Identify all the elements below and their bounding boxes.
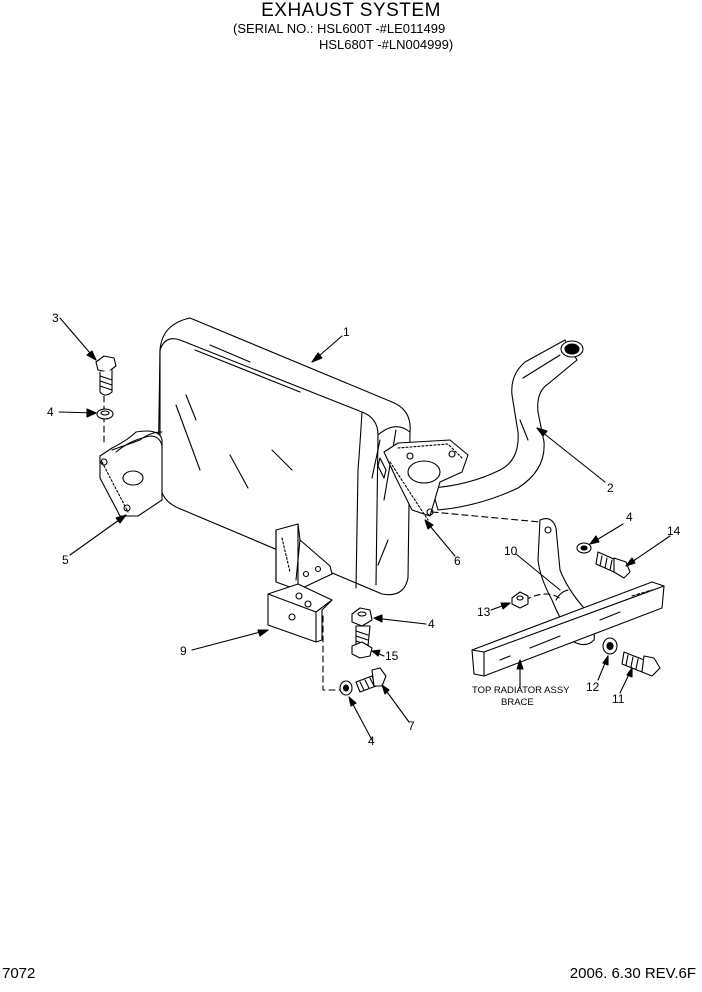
callout-6: 6: [454, 554, 461, 568]
hex-bolt-3: [95, 355, 117, 396]
serial-number-line-2: HSL680T -#LN004999): [319, 37, 454, 52]
inlet-elbow-flange: [99, 430, 163, 517]
callout-4-right: 4: [626, 510, 633, 524]
revision-date: 2006. 6.30 REV.6F: [569, 965, 696, 982]
mounting-plate: [267, 583, 333, 643]
nut-4c: [351, 607, 373, 627]
callout-11: 11: [612, 692, 625, 706]
callout-7: 7: [408, 719, 415, 733]
radiator-brace: [471, 581, 665, 677]
callout-14: 14: [667, 524, 681, 538]
leader-lines: [58, 317, 671, 741]
callout-1: 1: [343, 325, 350, 339]
washer-12: [602, 637, 618, 655]
callout-4-washer: 4: [47, 405, 54, 419]
callout-15: 15: [385, 649, 399, 663]
exhaust-pipe: [431, 339, 584, 511]
callout-2: 2: [607, 481, 614, 495]
muffler-bracket: [275, 523, 333, 591]
brace-label-line2: BRACE: [501, 697, 534, 708]
bolt-7: [355, 667, 387, 693]
nut-13: [511, 591, 529, 609]
lock-washer-4b: [576, 542, 592, 554]
callout-4-lower: 4: [368, 734, 375, 748]
outlet-flange: [377, 439, 469, 521]
muffler: [157, 317, 411, 596]
callout-3: 3: [52, 311, 59, 325]
nut-4d: [339, 680, 353, 696]
callouts: 1 2 3 4 4 4 4 5 6 7 9 10 11 12 13 14 15 …: [47, 311, 681, 748]
brace-label-line1: TOP RADIATOR ASSY: [472, 685, 570, 696]
callout-10: 10: [504, 544, 518, 558]
callout-5: 5: [62, 553, 69, 567]
page-title: EXHAUST SYSTEM: [261, 0, 441, 21]
callout-4-nut: 4: [428, 617, 435, 631]
callout-9: 9: [180, 644, 187, 658]
serial-number-line-1: (SERIAL NO.: HSL600T -#LE011499: [233, 21, 446, 36]
page-number: 7072: [2, 965, 36, 982]
callout-13: 13: [477, 605, 491, 619]
lock-washer-4a: [96, 408, 114, 420]
bolt-14: [595, 551, 631, 579]
callout-12: 12: [586, 680, 600, 694]
bolt-11: [621, 651, 661, 677]
bolt-15: [351, 625, 373, 659]
